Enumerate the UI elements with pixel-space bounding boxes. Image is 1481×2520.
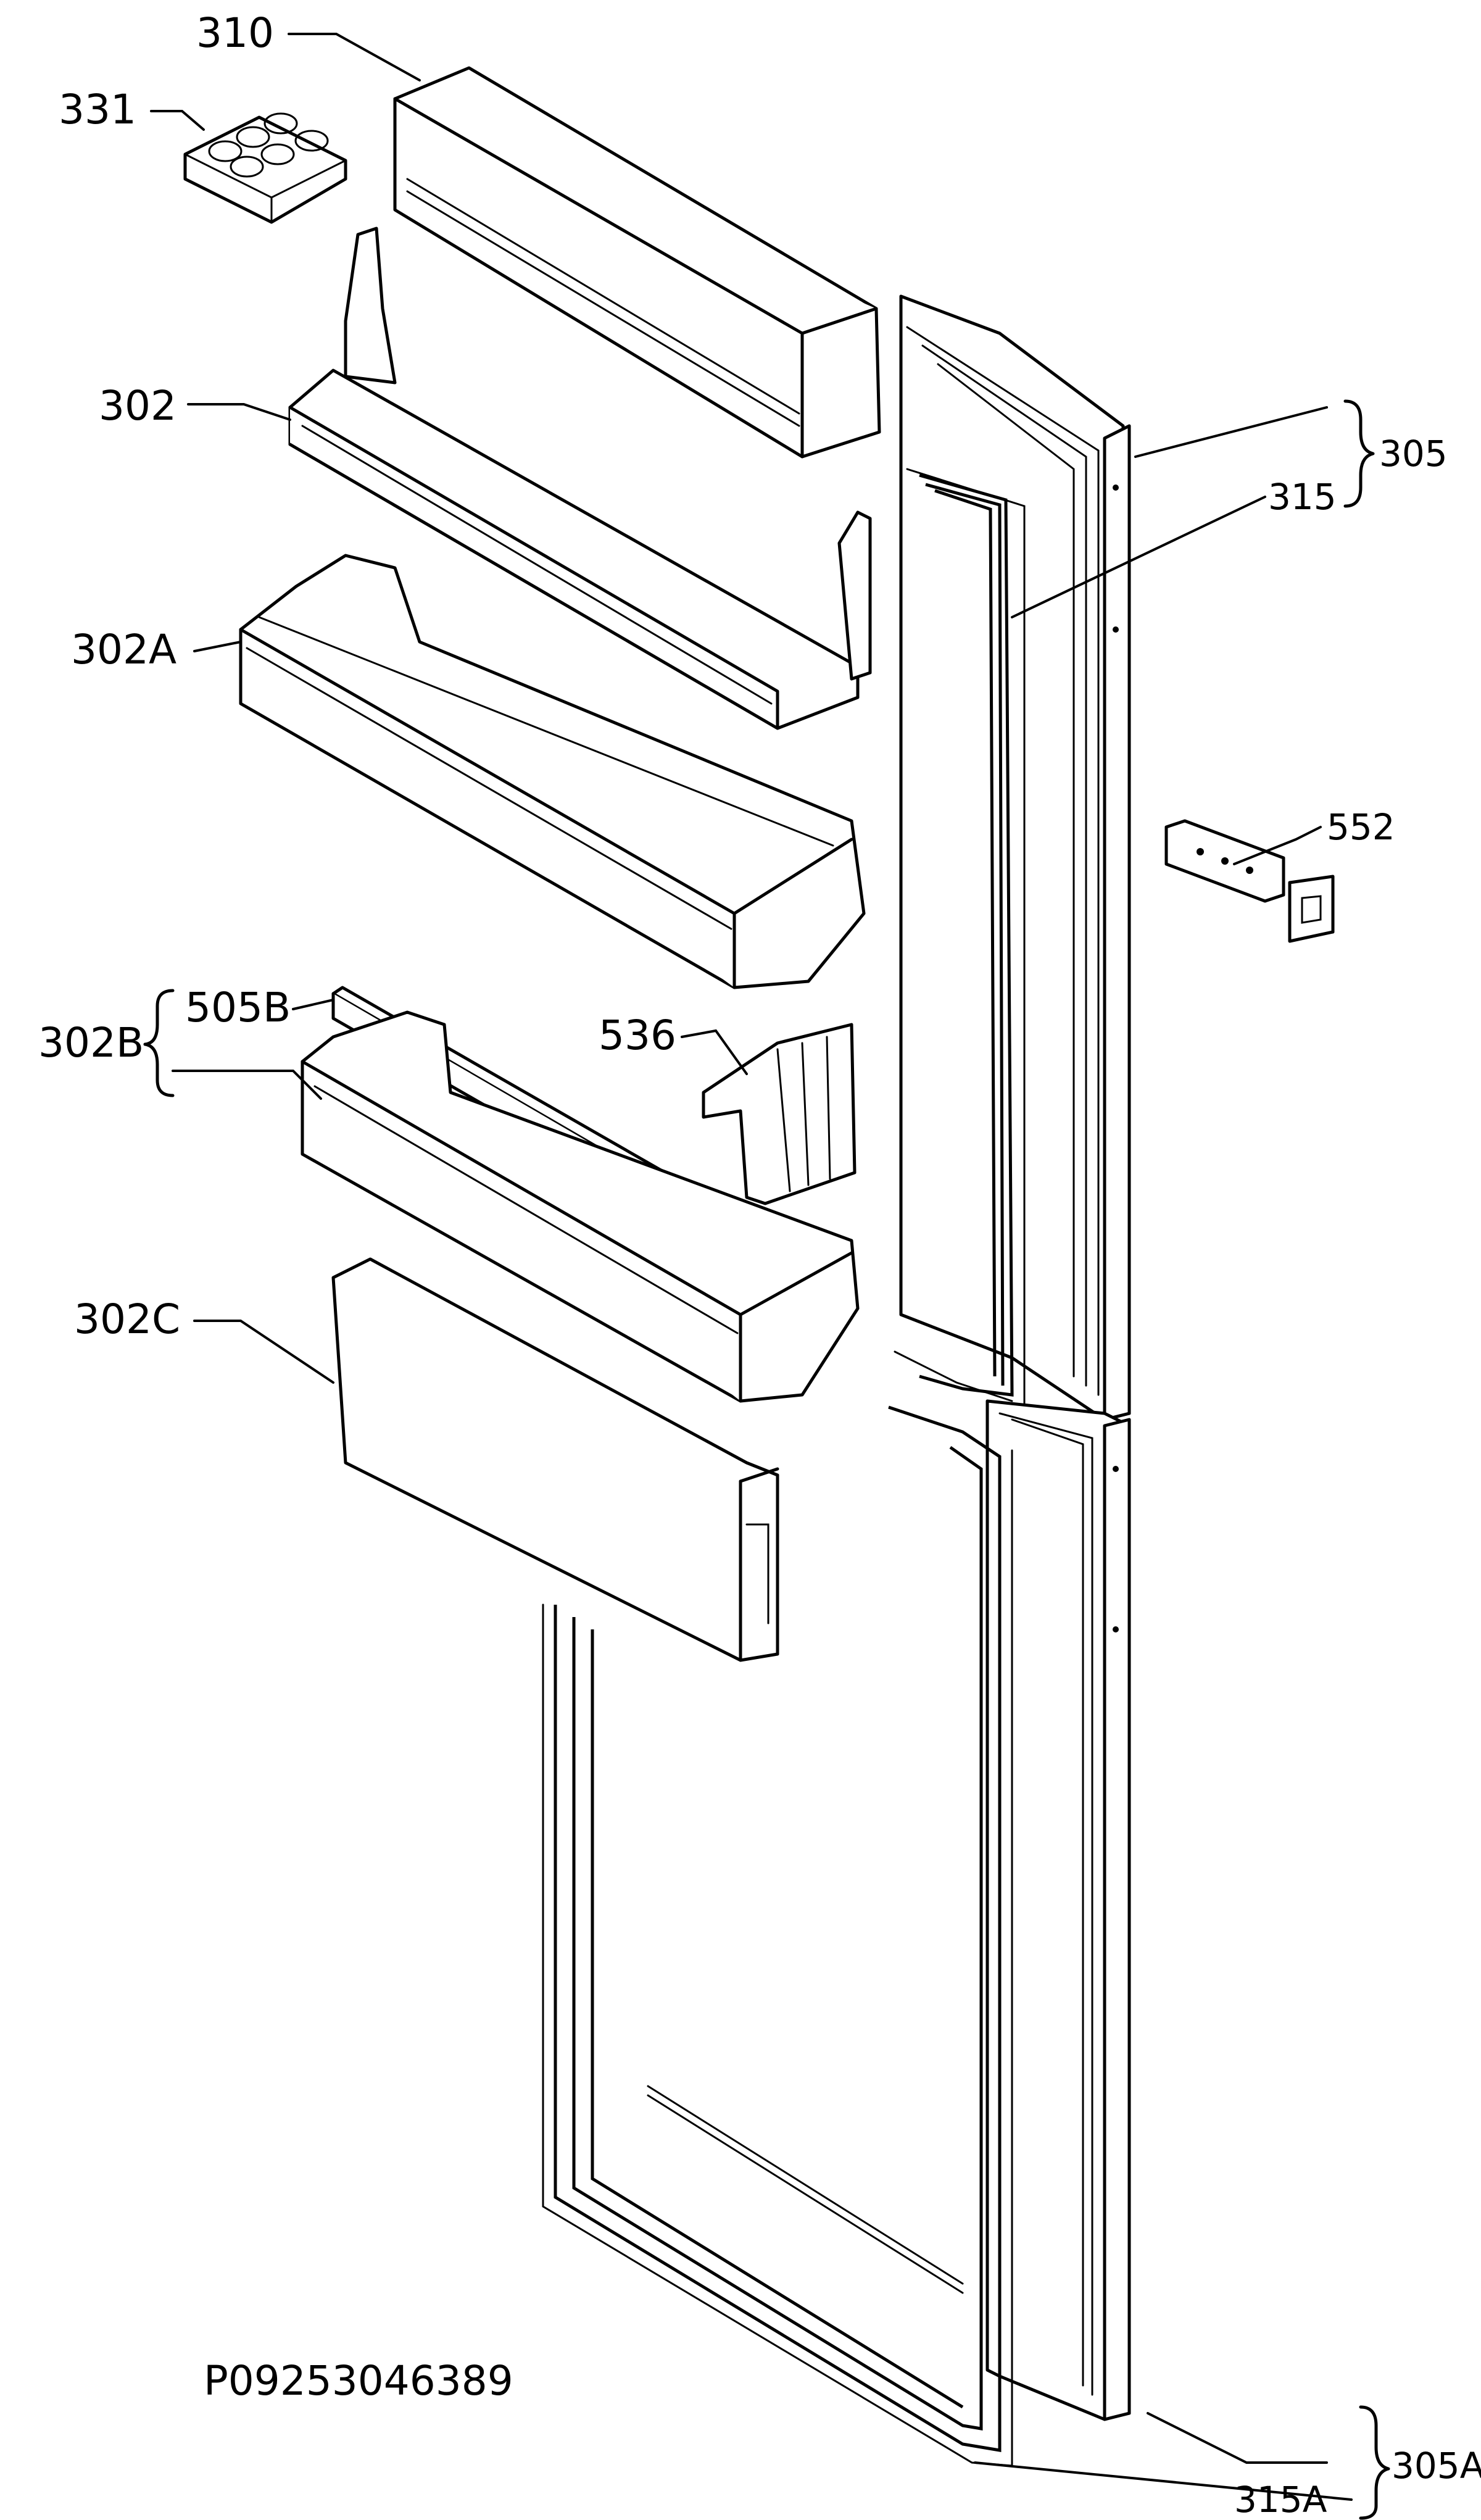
label-302: 302: [99, 382, 176, 430]
label-302b: 302B: [38, 1019, 144, 1067]
label-310: 310: [196, 9, 274, 57]
label-302a: 302A: [71, 626, 176, 673]
part-331-egg-tray: [183, 112, 347, 224]
leader-lines: [150, 33, 1353, 2501]
label-315: 315: [1268, 476, 1337, 518]
part-536-bottle-divider: [702, 1023, 857, 1205]
part-302b-door-shelf: [301, 1010, 860, 1403]
part-552-hinge-bracket: [1164, 819, 1335, 943]
upper-door-panel: [899, 294, 1131, 1421]
part-310-dairy-cover: [393, 66, 881, 459]
label-552: 552: [1327, 806, 1395, 848]
brace-302b: [143, 989, 175, 1097]
part-302c-door-shelf: [331, 1257, 779, 1662]
label-305a: 305A: [1392, 2445, 1481, 2487]
label-315a: 315A: [1234, 2479, 1327, 2520]
lower-door-panel: [985, 1399, 1131, 2421]
upper-door-gasket: [894, 468, 1026, 1415]
drawing-code: P09253046389: [204, 2357, 513, 2405]
brace-305a: [1359, 2405, 1390, 2520]
label-505b: 505B: [185, 984, 291, 1031]
label-302c: 302C: [74, 1295, 180, 1343]
label-331: 331: [59, 86, 136, 133]
label-305: 305: [1379, 433, 1448, 475]
brace-305: [1343, 399, 1375, 508]
part-302a-door-shelf: [239, 554, 866, 989]
label-536: 536: [599, 1012, 676, 1059]
lower-door-gasket: [542, 1405, 1013, 2467]
part-302-door-shelf: [288, 227, 872, 730]
